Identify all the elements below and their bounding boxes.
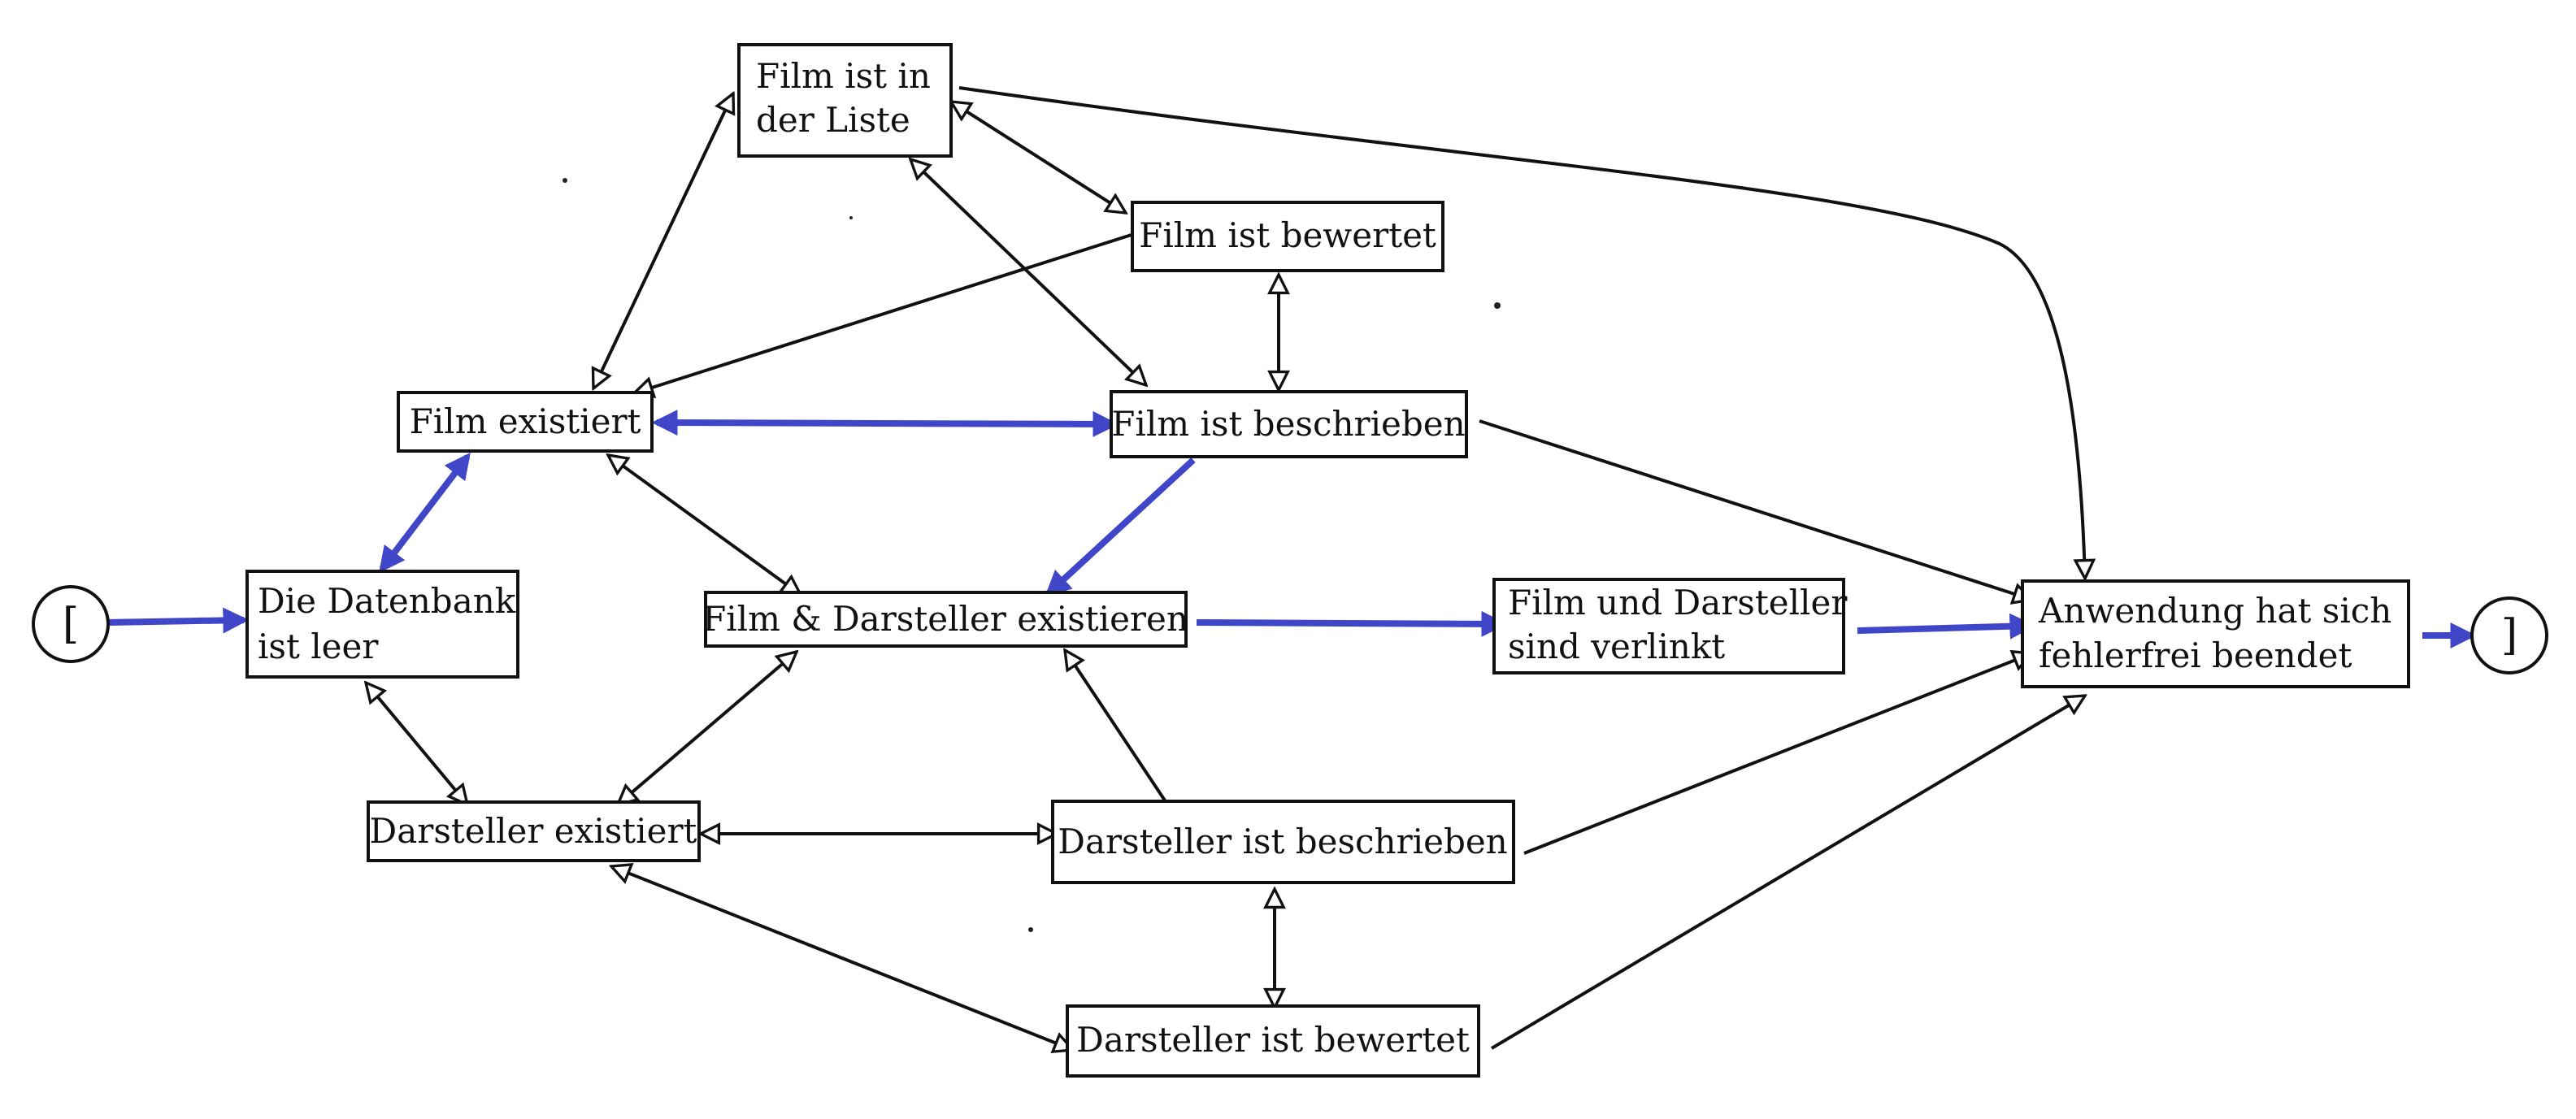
main-edge-film-actor-exist-linked [1196, 610, 1508, 637]
node-actor-described-line-1: Darsteller ist beschrieben [1058, 822, 1507, 861]
main-edge-film-described-film-actor-exist [1045, 458, 1196, 597]
stray-dot [849, 216, 853, 219]
node-db-empty-line-1: Die Datenbank [258, 581, 516, 621]
node-film-actor-linked-line-1: Film und Darsteller [1508, 583, 1848, 622]
node-film-exists: Film existiert [397, 391, 654, 453]
node-film-in-list-line-2: der Liste [756, 100, 910, 140]
edge-film-exists-film-in-list [593, 93, 733, 388]
node-film-actor-exist: Film & Darsteller existieren [702, 591, 1188, 648]
edge-actor-exists-film-actor-exist [618, 652, 797, 805]
node-actor-rated: Darsteller ist bewertet [1066, 1004, 1480, 1078]
edge-film-described-app-ended [1479, 419, 2032, 600]
node-film-in-list: Film ist in der Liste [737, 43, 953, 158]
main-path-edges [106, 410, 2477, 648]
node-app-ended-line-1: Anwendung hat sich [2038, 591, 2391, 631]
edge-db-empty-actor-exists [366, 683, 467, 805]
node-app-ended-line-2: fehlerfrei beendet [2039, 635, 2352, 675]
edge-actor-exists-actor-rated [611, 866, 1073, 1050]
node-actor-exists-line-1: Darsteller existiert [370, 811, 697, 851]
main-edge-start-db-empty [106, 607, 250, 634]
edge-film-rated-film-exists [634, 232, 1135, 393]
node-db-empty: Die Datenbank ist leer [245, 570, 519, 679]
main-edge-film-exists-film-described [651, 410, 1119, 437]
edge-actor-described-film-actor-exist [1065, 650, 1168, 805]
edge-film-in-list-app-ended [958, 86, 2085, 579]
end-terminal: ] [2470, 596, 2548, 674]
node-app-ended: Anwendung hat sich fehlerfrei beendet [2021, 579, 2410, 688]
end-terminal-label: ] [2501, 611, 2517, 660]
node-actor-rated-line-1: Darsteller ist bewertet [1076, 1020, 1470, 1060]
start-terminal: [ [32, 585, 110, 663]
node-film-in-list-line-1: Film ist in [756, 56, 931, 96]
black-edges [366, 86, 2085, 1050]
node-film-rated: Film ist bewertet [1131, 201, 1444, 272]
start-terminal-label: [ [63, 600, 79, 648]
main-edge-db-empty-film-exists [379, 452, 471, 574]
node-film-actor-linked-line-2: sind verlinkt [1508, 627, 1725, 666]
edge-film-in-list-film-described [910, 159, 1146, 385]
stray-dot [563, 178, 567, 183]
node-actor-exists: Darsteller existiert [367, 800, 701, 862]
node-film-described: Film ist beschrieben [1110, 390, 1468, 458]
node-film-exists-line-1: Film existiert [410, 401, 641, 441]
node-film-rated-line-1: Film ist bewertet [1139, 215, 1436, 255]
main-edge-linked-app-ended [1857, 613, 2036, 640]
edge-actor-rated-app-ended [1490, 696, 2085, 1050]
node-actor-described: Darsteller ist beschrieben [1051, 800, 1515, 884]
edge-actor-described-app-ended [1523, 653, 2032, 855]
edge-film-exists-film-actor-exist [608, 455, 801, 595]
stray-dot [1494, 302, 1501, 309]
node-film-described-line-1: Film ist beschrieben [1111, 404, 1465, 444]
node-film-actor-exist-line-1: Film & Darsteller existieren [702, 599, 1188, 639]
edge-film-in-list-film-rated [951, 102, 1126, 213]
stray-dot [1028, 927, 1033, 932]
node-db-empty-line-2: ist leer [258, 627, 379, 666]
node-film-actor-linked: Film und Darsteller sind verlinkt [1492, 578, 1848, 674]
